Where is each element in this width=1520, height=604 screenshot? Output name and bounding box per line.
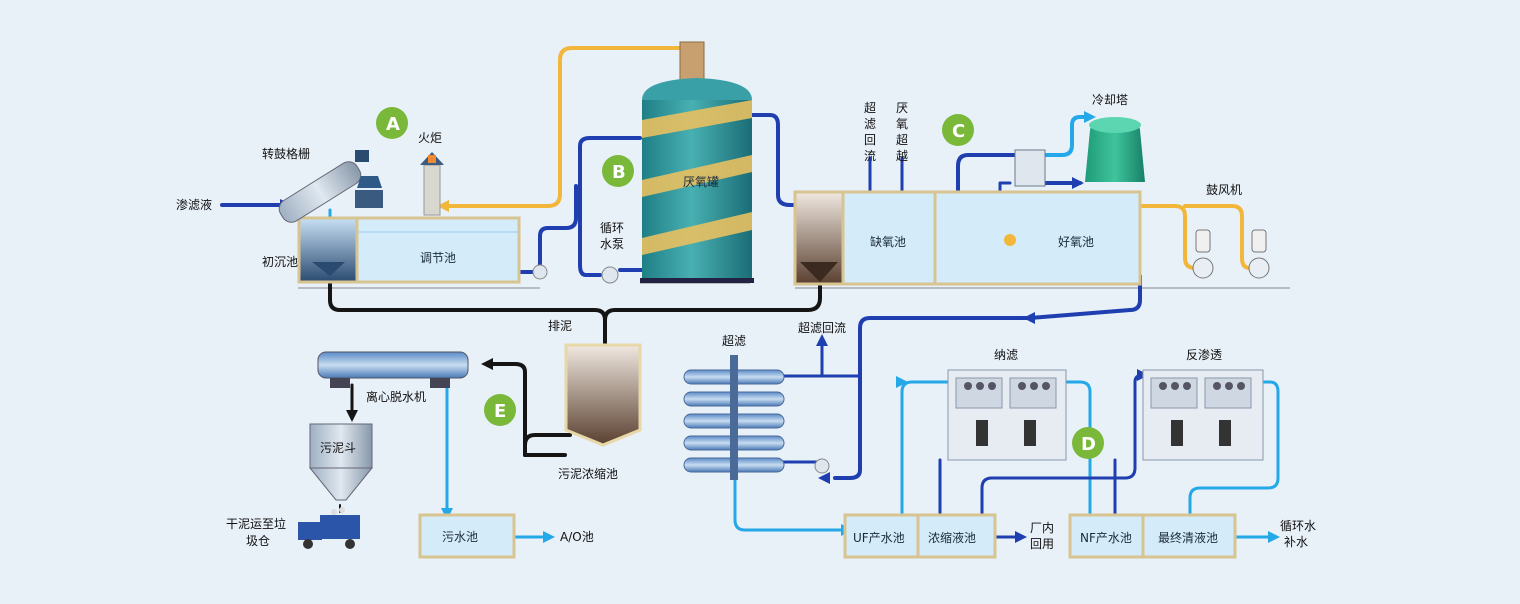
badge-e: E [484, 394, 516, 426]
badge-d: D [1072, 427, 1104, 459]
nf-product-tank-label: NF产水池 [1080, 531, 1132, 545]
uf-reflux-label: 超滤回流 [798, 320, 846, 335]
sludge-hopper-label: 污泥斗 [320, 441, 356, 455]
sludge-thickener [564, 343, 642, 447]
reverse-osmosis-unit [1142, 369, 1264, 461]
svg-text:C: C [952, 121, 965, 142]
blower-label: 鼓风机 [1206, 183, 1242, 197]
sewage-tank-label: 污水池 [442, 530, 478, 544]
biological-tank [793, 190, 1142, 286]
final-clear-tank-label: 最终清液池 [1158, 530, 1218, 545]
anaerobic-bypass-vertical-label: 厌 氧 超 越 [896, 101, 908, 163]
nanofiltration-label: 纳滤 [994, 348, 1018, 362]
drum-screen-label: 转鼓格栅 [262, 146, 310, 161]
svg-text:回: 回 [864, 133, 876, 147]
ultrafiltration-label: 超滤 [722, 333, 746, 348]
equalization-tank [355, 216, 521, 284]
svg-text:滤: 滤 [864, 117, 876, 131]
drum-screen [278, 150, 383, 223]
concentrate-tank-label: 浓缩液池 [928, 530, 976, 545]
plant-reuse-label-1: 厂内 [1030, 521, 1054, 535]
leachate-label: 渗滤液 [176, 197, 212, 212]
uf-product-tank-label: UF产水池 [853, 531, 905, 545]
plant-reuse-label-2: 回用 [1030, 537, 1054, 551]
centrifuge-label: 离心脱水机 [366, 389, 426, 404]
cooling-tower [1014, 117, 1145, 187]
sludge-thickener-label: 污泥浓缩池 [558, 466, 618, 481]
svg-text:越: 越 [896, 149, 908, 163]
nanofiltration-unit [947, 369, 1067, 461]
anaerobic-tank-label: 厌氧罐 [683, 175, 719, 189]
aerobic-tank-label: 好氧池 [1058, 235, 1094, 249]
badge-b: B [602, 155, 634, 187]
circulation-pump-label-1: 循环 [600, 221, 624, 235]
flare-label: 火炬 [418, 131, 442, 145]
anoxic-tank-label: 缺氧池 [870, 234, 906, 249]
centrifuge [317, 351, 469, 388]
svg-text:厌: 厌 [896, 101, 908, 115]
svg-text:流: 流 [864, 149, 876, 163]
ao-tank-label: A/O池 [560, 530, 594, 544]
anaerobic-tank [640, 41, 754, 283]
reverse-osmosis-label: 反渗透 [1186, 347, 1222, 362]
badge-c: C [942, 114, 974, 146]
svg-text:A: A [386, 114, 400, 135]
primary-tank-label: 初沉池 [262, 255, 298, 269]
flare [420, 152, 444, 216]
uf-concentrate-tanks [843, 513, 997, 559]
primary-settling-tank [297, 216, 359, 284]
dry-sludge-label-2: 圾仓 [246, 534, 270, 548]
dump-truck [298, 507, 360, 549]
ultrafiltration-unit [683, 355, 830, 480]
sewage-tank [418, 513, 516, 559]
svg-text:超: 超 [864, 100, 876, 115]
svg-text:氧: 氧 [896, 117, 908, 131]
uf-reflux-vertical-label: 超 滤 回 流 [864, 100, 876, 163]
blower-unit [1192, 229, 1270, 279]
circulation-pump-label-2: 水泵 [600, 237, 624, 251]
circulation-pump [532, 264, 619, 284]
circulating-makeup-label-2: 补水 [1284, 535, 1308, 549]
nf-final-tanks [1068, 513, 1237, 559]
svg-text:E: E [494, 401, 506, 422]
sludge-hopper [308, 423, 374, 501]
cooling-tower-label: 冷却塔 [1092, 93, 1128, 107]
circulating-makeup-label-1: 循环水 [1280, 519, 1316, 533]
svg-text:超: 超 [896, 132, 908, 147]
badge-a: A [376, 107, 408, 139]
equalization-tank-label: 调节池 [420, 251, 456, 265]
svg-text:D: D [1081, 434, 1096, 455]
dry-sludge-label-1: 干泥运至垃 [226, 516, 286, 531]
sludge-discharge-label: 排泥 [548, 319, 572, 333]
svg-text:B: B [612, 162, 626, 183]
